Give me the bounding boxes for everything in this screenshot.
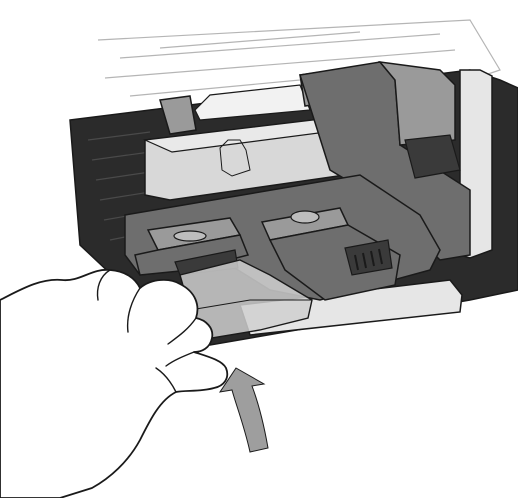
right-latch[interactable] (260, 207, 401, 301)
rear-clip-left (159, 95, 197, 135)
carriage-right-tower-face (378, 61, 456, 146)
latch-lever-edge (189, 299, 312, 311)
hand (0, 269, 229, 498)
upward-arrow-icon (218, 367, 269, 453)
carriage-slot (404, 134, 461, 179)
